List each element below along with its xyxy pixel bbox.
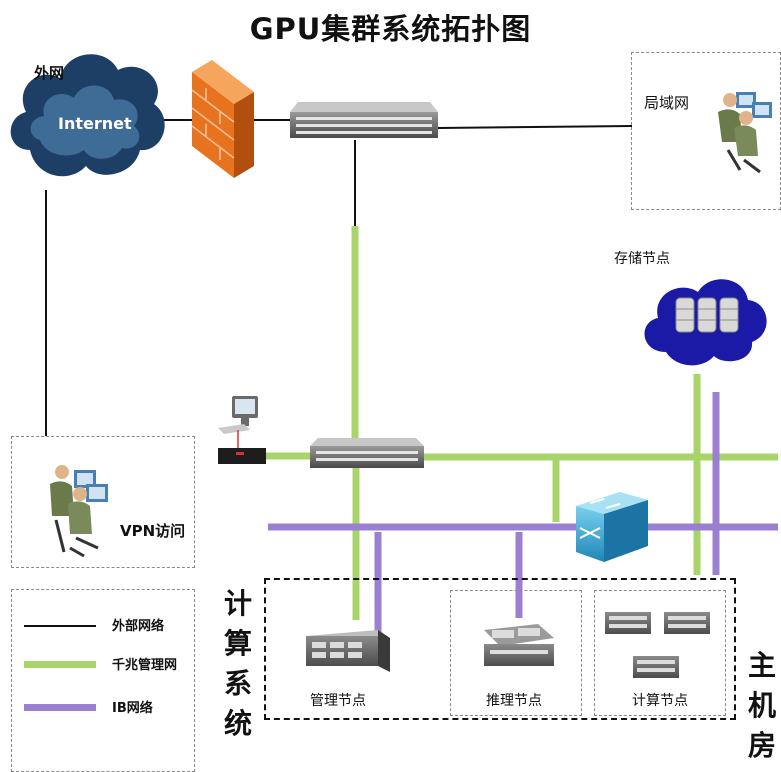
infer-server-icon [484, 624, 554, 666]
legend-item-ib: IB网络 [24, 697, 204, 717]
legend-label-external: 外部网络 [112, 619, 165, 634]
firewall-icon [191, 60, 254, 178]
vpn-label: VPN访问 [120, 522, 186, 540]
legend-swatch-gigabit [24, 661, 96, 668]
external-network-label: 外网 [34, 64, 65, 82]
legend-item-gigabit: 千兆管理网 [24, 654, 204, 674]
infer-node-box [450, 590, 582, 716]
internet-label: Internet [58, 114, 132, 133]
mgmt-node-label: 管理节点 [310, 693, 366, 709]
vpn-users-icon [50, 465, 108, 558]
ib-switch-icon [576, 492, 648, 562]
access-switch-icon [310, 438, 424, 468]
legend-swatch-ib [24, 704, 96, 711]
core-switch-icon [290, 102, 438, 138]
lan-label: 局域网 [644, 94, 690, 112]
vpn-box [11, 436, 195, 568]
legend-item-external: 外部网络 [24, 615, 204, 635]
compute-system-box [264, 578, 736, 720]
infer-node-label: 推理节点 [486, 693, 542, 709]
terminal-computer-icon [218, 396, 266, 464]
machine-room-label: 主机房 [748, 649, 777, 762]
storage-label: 存储节点 [614, 251, 670, 267]
page-title: GPU集群系统拓扑图 [249, 12, 532, 46]
compute-system-label: 计算系统 [224, 587, 253, 740]
ib-network-lines [268, 392, 778, 632]
mgmt-server-icon [306, 630, 390, 672]
compute-node-box [594, 590, 726, 716]
storage-cloud-icon [644, 279, 767, 366]
compute-node-label: 计算节点 [632, 693, 688, 709]
external-network-lines [45, 119, 633, 436]
lan-box [631, 52, 781, 210]
internet-cloud-icon [10, 54, 165, 177]
legend-label-gigabit: 千兆管理网 [112, 658, 178, 673]
external-link-switch-lan [437, 125, 633, 129]
legend-label-ib: IB网络 [112, 701, 153, 716]
legend-swatch-external [24, 625, 96, 627]
lan-users-icon [718, 92, 772, 174]
compute-servers-icon [605, 612, 710, 678]
